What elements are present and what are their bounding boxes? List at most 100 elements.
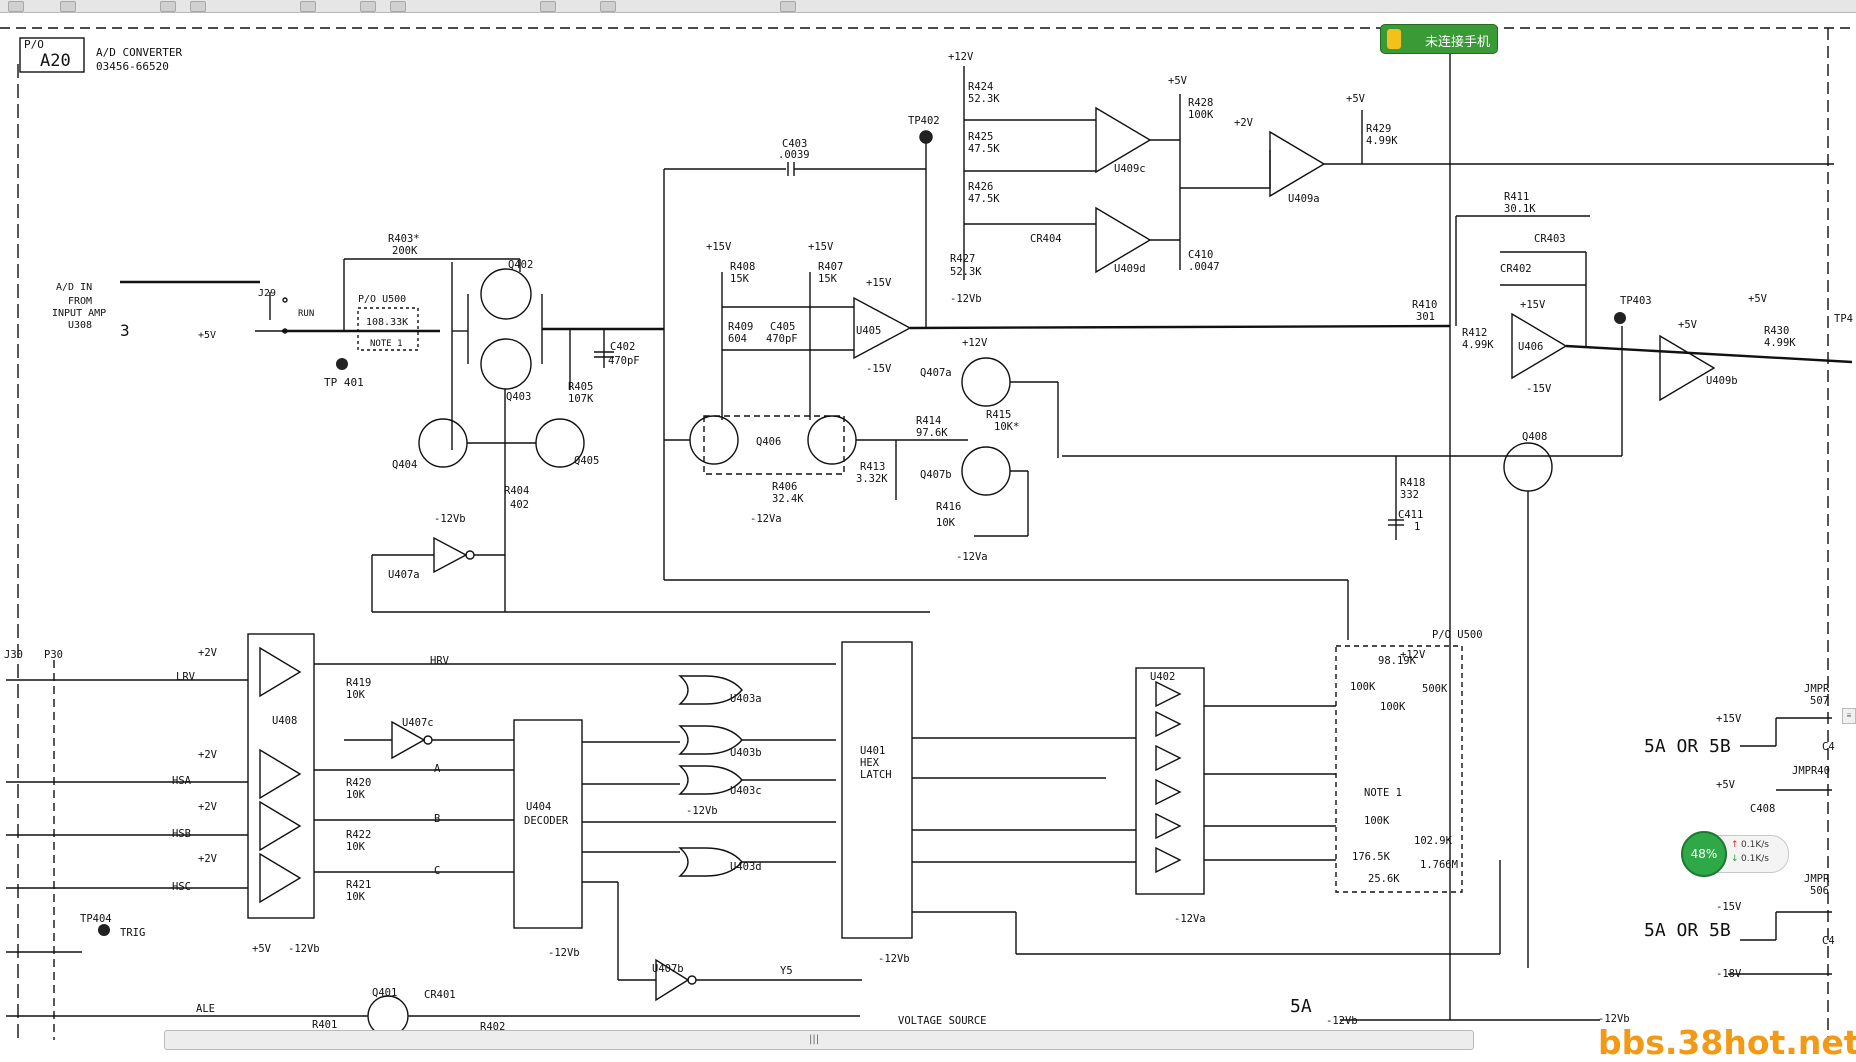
download-speed: 0.1K/s	[1741, 854, 1769, 864]
component-label: 1.766M	[1420, 859, 1458, 871]
component-label: 507	[1810, 695, 1829, 707]
component-label: +2V	[1234, 117, 1254, 129]
component-label: -12Vb	[686, 805, 718, 817]
component-label: U403d	[730, 861, 762, 873]
redo-icon[interactable]	[60, 1, 76, 12]
component-label: Y5	[780, 965, 793, 977]
component-label: +12V	[1400, 649, 1426, 661]
component-label: +2V	[198, 853, 218, 865]
component-label: U403b	[730, 747, 762, 759]
component-label: +5V	[1748, 293, 1768, 305]
component-label: 470pF	[608, 355, 640, 367]
component-label: 10K	[936, 517, 956, 529]
component-label: R414	[916, 415, 941, 427]
component-label: U406	[1518, 341, 1543, 353]
component-label: -12Va	[956, 551, 988, 563]
component-label: -12Vb	[288, 943, 320, 955]
component-label: U404	[526, 801, 551, 813]
component-label: LRV	[176, 671, 196, 683]
horizontal-scrollbar[interactable]: |||	[164, 1030, 1474, 1050]
component-label: HSB	[172, 828, 191, 840]
component-label: Q402	[508, 259, 533, 271]
page-icon[interactable]	[390, 1, 406, 12]
component-label: R413	[860, 461, 885, 473]
component-label: P30	[44, 649, 63, 661]
component-label: R404	[504, 485, 529, 497]
component-label: -15V	[1526, 383, 1552, 395]
component-label: ALE	[196, 1003, 215, 1015]
component-label: R416	[936, 501, 961, 513]
component-label: 102.9K	[1414, 835, 1453, 847]
download-row: ↓ 0.1K/s	[1731, 854, 1769, 864]
component-label: -12Vb	[1598, 1013, 1630, 1025]
component-label: 30.1K	[1504, 203, 1536, 215]
component-label: R415	[986, 409, 1011, 421]
component-label: U405	[856, 325, 881, 337]
component-label: HSC	[172, 881, 191, 893]
component-label: CR404	[1030, 233, 1062, 245]
box-icon[interactable]	[780, 1, 796, 12]
component-label: 10K*	[994, 421, 1019, 433]
component-label: 332	[1400, 489, 1419, 501]
zoom-icon[interactable]	[540, 1, 556, 12]
component-label: CR403	[1534, 233, 1566, 245]
component-label: Q408	[1522, 431, 1547, 443]
component-label: 52.3K	[950, 266, 982, 278]
upload-arrow-icon: ↑	[1731, 840, 1739, 850]
component-label: U403c	[730, 785, 762, 797]
component-label: U407b	[652, 963, 684, 975]
component-label: DECODER	[524, 815, 569, 827]
stop-icon[interactable]	[190, 1, 206, 12]
page-icon[interactable]	[360, 1, 376, 12]
tp404-marker	[98, 924, 110, 936]
component-label: 3.32K	[856, 473, 888, 485]
component-label: C411	[1398, 509, 1423, 521]
component-label: C	[434, 865, 440, 877]
label-input-amp: INPUT AMP	[52, 308, 106, 319]
label-u308: U308	[68, 320, 92, 331]
tp401-marker	[336, 358, 348, 370]
component-label: TP4	[1834, 313, 1853, 325]
component-label: R425	[968, 131, 993, 143]
component-label: R405	[568, 381, 593, 393]
speed-percent: 48%	[1681, 831, 1727, 877]
hand-icon[interactable]	[600, 1, 616, 12]
app-toolbar	[0, 0, 1856, 13]
component-label: 47.5K	[968, 193, 1000, 205]
component-label: 500K	[1422, 683, 1448, 695]
title-part: 03456-66520	[96, 60, 169, 73]
component-label: Q403	[506, 391, 531, 403]
component-label: R422	[346, 829, 371, 841]
undo-icon[interactable]	[8, 1, 24, 12]
component-label: 5A OR 5B	[1644, 920, 1731, 941]
component-label: C4	[1822, 935, 1835, 947]
component-label: -12Va	[1174, 913, 1206, 925]
component-label: R429	[1366, 123, 1391, 135]
pencil-icon[interactable]	[300, 1, 316, 12]
connect-phone-label: 未连接手机	[1425, 35, 1491, 50]
component-label: -12Vb	[434, 513, 466, 525]
schematic-canvas: P/O A20 A/D CONVERTER 03456-66520 A/D IN…	[0, 27, 1856, 1040]
component-label: 52.3K	[968, 93, 1000, 105]
refresh-icon[interactable]	[160, 1, 176, 12]
component-label: TP404	[80, 913, 112, 925]
component-label: 470pF	[766, 333, 798, 345]
component-label: 98.19K	[1378, 655, 1417, 667]
component-label: Q401	[372, 987, 397, 999]
connect-phone-button[interactable]: 未连接手机	[1380, 24, 1498, 54]
scroll-arrow-icon[interactable]: ≡	[1842, 708, 1856, 724]
label-j29: J29	[258, 288, 276, 299]
label-from: FROM	[68, 296, 92, 307]
component-label: U409b	[1706, 375, 1738, 387]
component-label: 4.99K	[1462, 339, 1494, 351]
component-label: R426	[968, 181, 993, 193]
label-input-num: 3	[120, 321, 130, 340]
component-label: R411	[1504, 191, 1529, 203]
component-label: -12Va	[750, 513, 782, 525]
component-label: TP402	[908, 115, 940, 127]
component-label: +5V	[1678, 319, 1698, 331]
component-label: R420	[346, 777, 371, 789]
component-label: +2V	[198, 647, 218, 659]
network-speed-widget[interactable]: 48% ↑ 0.1K/s ↓ 0.1K/s	[1681, 831, 1789, 877]
component-label: U403a	[730, 693, 762, 705]
